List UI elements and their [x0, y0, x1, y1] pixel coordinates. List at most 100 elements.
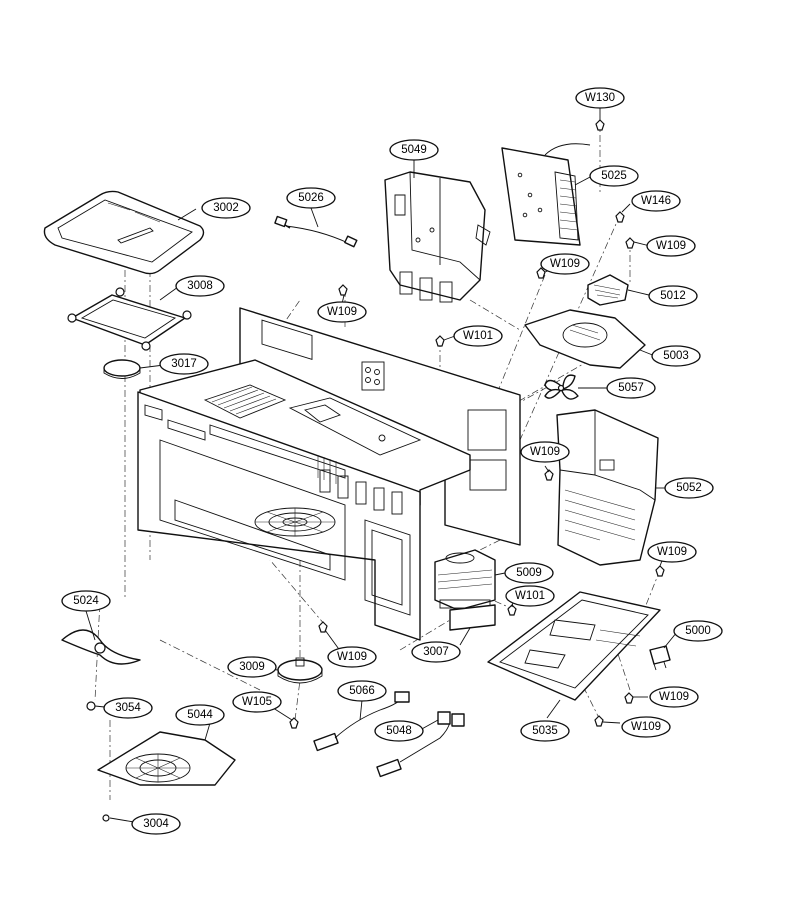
- callout-p5052: 5052: [664, 477, 714, 499]
- glass-tray-3002: [43, 190, 205, 275]
- callout-label: W109: [656, 240, 686, 252]
- callout-label: 3007: [423, 646, 449, 658]
- callout-label: 3002: [213, 202, 239, 214]
- callout-p5026: 5026: [286, 187, 336, 209]
- callout-oval: [621, 716, 671, 738]
- callout-label: 3004: [143, 818, 169, 830]
- callout-label: W109: [337, 651, 367, 663]
- stirrer-5024: [61, 629, 141, 665]
- callout-w109a: W109: [646, 235, 696, 257]
- sensor-5000: [649, 645, 671, 671]
- callout-oval: [504, 562, 554, 584]
- callout-label: W109: [657, 546, 687, 558]
- roller-ring-3008: [67, 287, 192, 351]
- callout-label: 5012: [660, 290, 686, 302]
- callout-label: 5024: [73, 595, 99, 607]
- callout-w130: W130: [575, 87, 625, 109]
- callout-oval: [374, 720, 424, 742]
- callout-oval: [520, 720, 570, 742]
- callout-oval: [327, 646, 377, 668]
- screws: [86, 119, 665, 822]
- callout-oval: [389, 139, 439, 161]
- callout-p5025: 5025: [589, 165, 639, 187]
- callout-oval: [175, 275, 225, 297]
- callout-label: 5049: [401, 144, 427, 156]
- callout-p3002: 3002: [201, 197, 251, 219]
- callout-label: 5026: [298, 192, 324, 204]
- callout-label: W109: [550, 258, 580, 270]
- callout-w101a: W101: [453, 325, 503, 347]
- callout-oval: [227, 656, 277, 678]
- wire-harness-5066: [313, 691, 410, 752]
- callout-p5066: 5066: [337, 680, 387, 702]
- callout-p3007: 3007: [411, 641, 461, 663]
- callout-w109g: W109: [649, 686, 699, 708]
- callout-p5048: 5048: [374, 720, 424, 742]
- coupler-3017: [103, 359, 141, 379]
- callout-oval: [159, 353, 209, 375]
- fan-blade-5057: [544, 374, 579, 400]
- callout-p5009: 5009: [504, 562, 554, 584]
- callout-oval: [411, 641, 461, 663]
- callout-label: 5000: [685, 625, 711, 637]
- callout-oval: [337, 680, 387, 702]
- callout-label: W130: [585, 92, 615, 104]
- callout-label: 5044: [187, 709, 213, 721]
- control-bracket-5049: [384, 171, 491, 303]
- callout-p3004: 3004: [131, 813, 181, 835]
- callout-oval: [648, 285, 698, 307]
- air-duct-5052: [556, 409, 659, 566]
- callout-oval: [575, 87, 625, 109]
- callout-label: W101: [463, 330, 493, 342]
- callout-p5000: 5000: [673, 620, 723, 642]
- callout-label: 3009: [239, 661, 265, 673]
- callout-w109h: W109: [621, 716, 671, 738]
- base-plate-5035: [487, 591, 661, 701]
- callout-p5003: 5003: [651, 345, 701, 367]
- callout-p5012: 5012: [648, 285, 698, 307]
- callout-label: 3054: [115, 702, 141, 714]
- callout-label: W109: [659, 691, 689, 703]
- callout-label: W105: [242, 696, 272, 708]
- callout-oval: [201, 197, 251, 219]
- callout-oval: [61, 590, 111, 612]
- callout-oval: [317, 301, 367, 323]
- callout-label: 3008: [187, 280, 213, 292]
- callout-oval: [286, 187, 336, 209]
- callout-label: 5025: [601, 170, 627, 182]
- stirrer-cover-5044: [97, 731, 236, 786]
- callout-w109b: W109: [317, 301, 367, 323]
- callout-w109d: W109: [520, 441, 570, 463]
- callout-oval: [505, 585, 555, 607]
- fan-housing-5003: [524, 309, 646, 369]
- callout-oval: [453, 325, 503, 347]
- callout-label: 5048: [386, 725, 412, 737]
- callout-p3017: 3017: [159, 353, 209, 375]
- callout-label: 5003: [663, 350, 689, 362]
- callout-label: 5035: [532, 725, 558, 737]
- callout-oval: [606, 377, 656, 399]
- callout-oval: [589, 165, 639, 187]
- callout-oval: [651, 345, 701, 367]
- callout-p5057: 5057: [606, 377, 656, 399]
- callout-label: W109: [327, 306, 357, 318]
- callout-p5044: 5044: [175, 704, 225, 726]
- magnetron-5009: [434, 549, 496, 611]
- callout-oval: [232, 691, 282, 713]
- callout-w105: W105: [232, 691, 282, 713]
- callout-label: 5057: [618, 382, 644, 394]
- callout-label: 3017: [171, 358, 197, 370]
- oven-cavity-assembly: [137, 307, 521, 641]
- callout-label: 5066: [349, 685, 375, 697]
- callout-w109f: W109: [327, 646, 377, 668]
- callout-label: W109: [530, 446, 560, 458]
- callout-label: 5009: [516, 567, 542, 579]
- fan-motor-5012: [587, 274, 629, 306]
- callout-p3009: 3009: [227, 656, 277, 678]
- callout-label: W109: [631, 721, 661, 733]
- callout-oval: [647, 541, 697, 563]
- turntable-motor-3009: [277, 657, 323, 684]
